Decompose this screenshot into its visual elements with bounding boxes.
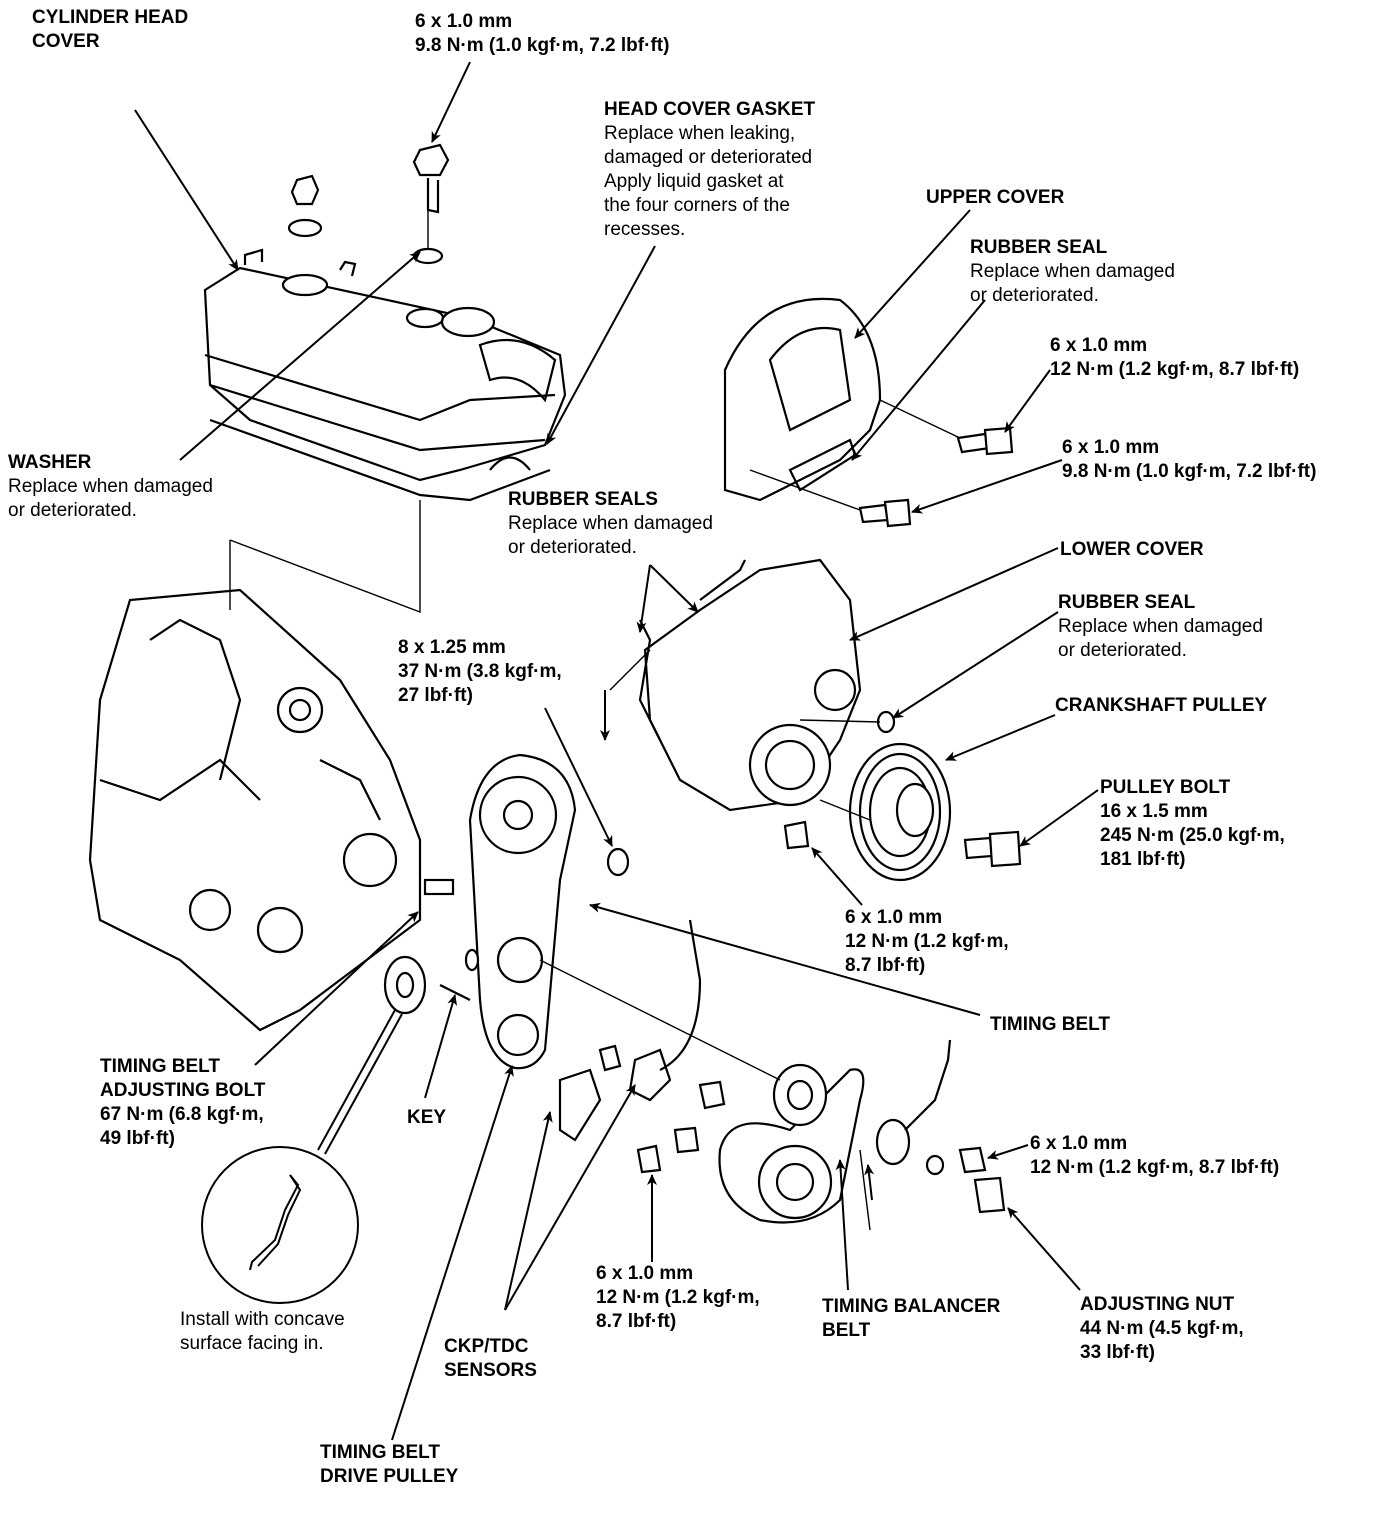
top-bolt-spec: 6 x 1.0 mm 9.8 N·m (1.0 kgf·m, 7.2 lbf·f… [415,11,670,56]
cover-bolts-part [287,143,450,265]
camshaft-bolt-spec: 8 x 1.25 mm 37 N·m (3.8 kgf·m, 27 lbf·ft… [398,637,562,706]
upper-bolt-a-spec: 6 x 1.0 mm 12 N·m (1.2 kgf·m, 8.7 lbf·ft… [1050,335,1300,380]
cylinder-head-cover-part [203,248,567,502]
drive-pulley-label: TIMING BELT DRIVE PULLEY [320,1442,459,1487]
ckp-tdc-sensors-part [558,919,726,1174]
lower-cover-part [638,558,896,850]
install-note: Install with concave surface facing in. [180,1309,345,1354]
pulley-bolt-label: PULLEY BOLT 16 x 1.5 mm 245 N·m (25.0 kg… [1100,777,1285,870]
adjusting-nut-label: ADJUSTING NUT 44 N·m (4.5 kgf·m, 33 lbf·… [1080,1294,1244,1363]
ckp-tdc-sensors-label: CKP/TDC SENSORS [444,1336,537,1381]
head-cover-gasket-label: HEAD COVER GASKET Replace when leaking, … [604,99,816,240]
inset-detail [201,1009,403,1304]
drive-pulley-washer-part [383,955,427,1015]
timing-belt-label: TIMING BELT [990,1014,1110,1035]
lower-cover-bolt-spec: 6 x 1.0 mm 12 N·m (1.2 kgf·m, 8.7 lbf·ft… [845,907,1009,976]
upper-cover-part [723,297,1014,528]
upper-rubber-seal-label: RUBBER SEAL Replace when damaged or dete… [970,237,1175,306]
crankshaft-pulley-label: CRANKSHAFT PULLEY [1055,695,1268,716]
lower-rubber-seal-label: RUBBER SEAL Replace when damaged or dete… [1058,592,1263,661]
timing-belt-part [464,753,630,1070]
tensioner-bolt-spec: 6 x 1.0 mm 12 N·m (1.2 kgf·m, 8.7 lbf·ft… [1030,1133,1280,1178]
sensor-bolt-spec: 6 x 1.0 mm 12 N·m (1.2 kgf·m, 8.7 lbf·ft… [596,1263,760,1332]
crankshaft-pulley-part [848,742,1022,882]
balancer-belt-label: TIMING BALANCER BELT [822,1296,1001,1341]
rubber-seals-label: RUBBER SEALS Replace when damaged or det… [508,489,713,558]
adjusting-bolt-label: TIMING BELT ADJUSTING BOLT 67 N·m (6.8 k… [100,1056,266,1149]
upper-bolt-b-spec: 6 x 1.0 mm 9.8 N·m (1.0 kgf·m, 7.2 lbf·f… [1062,437,1317,482]
engine-block-part [88,588,471,1032]
key-label: KEY [407,1107,447,1128]
balancer-belt-part [718,1039,1006,1224]
cylinder-head-cover-label: CYLINDER HEAD COVER [32,7,189,52]
washer-label: WASHER Replace when damaged or deteriora… [8,452,213,521]
upper-cover-label: UPPER COVER [926,187,1065,208]
leader-arrows [134,61,1099,1441]
lower-cover-label: LOWER COVER [1060,539,1204,560]
alignment-lines [229,210,961,1231]
